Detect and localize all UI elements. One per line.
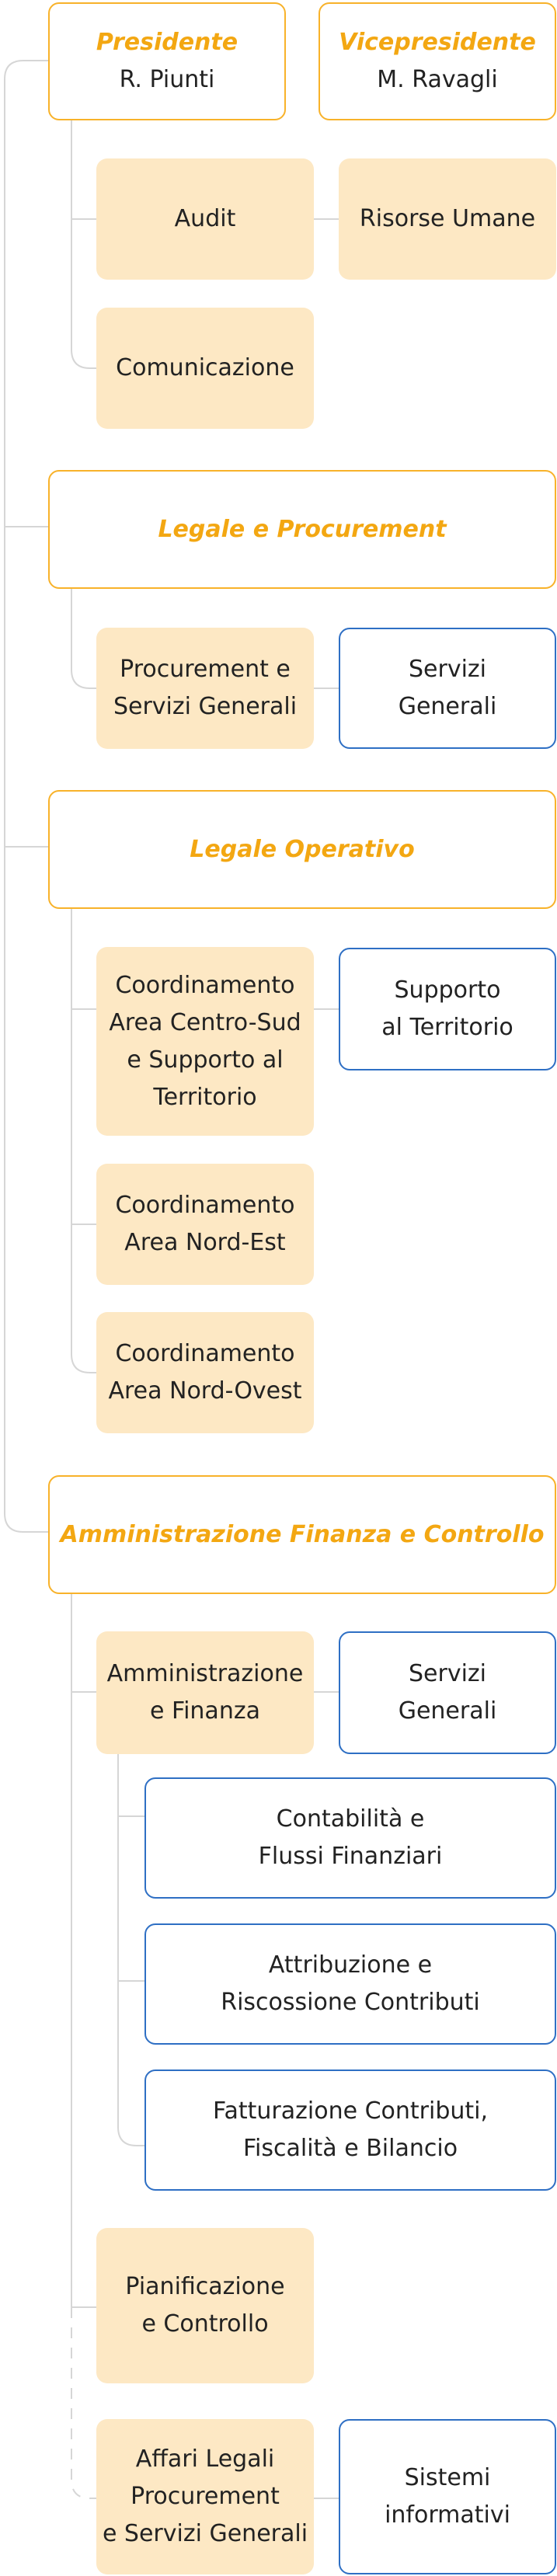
lp-servizi-line-1: Servizi — [408, 656, 486, 683]
centro-sud-line-3: e Supporto al — [127, 1046, 284, 1074]
centro-sud-line-1: Coordinamento — [115, 971, 295, 999]
contabilita-line-1: Contabilità e — [276, 1805, 425, 1833]
affari-legali-box[interactable]: Affari Legali Procurement e Servizi Gene… — [96, 2419, 314, 2574]
nord-est-line-2: Area Nord-Est — [124, 1229, 286, 1256]
amm-finanza-line-1: Amministrazione — [106, 1660, 304, 1687]
nord-ovest-line-1: Coordinamento — [115, 1340, 295, 1367]
affari-legali-line-3: e Servizi Generali — [102, 2520, 308, 2547]
coordinamento-centro-sud-box[interactable]: Coordinamento Area Centro-Sud e Supporto… — [96, 947, 314, 1136]
vicepresidente-box[interactable]: Vicepresidente M. Ravagli — [319, 2, 556, 120]
presidente-box[interactable]: Presidente R. Piunti — [48, 2, 286, 120]
afc-box[interactable]: Amministrazione Finanza e Controllo — [48, 1475, 556, 1594]
coordinamento-nord-est-box[interactable]: Coordinamento Area Nord-Est — [96, 1164, 314, 1285]
fatturazione-line-1: Fatturazione Contributi, — [212, 2097, 489, 2125]
vicepresidente-name: M. Ravagli — [377, 66, 498, 93]
sistemi-line-1: Sistemi — [404, 2464, 491, 2491]
afc-servizi-line-2: Generali — [398, 1697, 497, 1725]
vicepresidente-role: Vicepresidente — [339, 29, 536, 56]
legale-operativo-title: Legale Operativo — [190, 835, 415, 863]
risorse-umane-label: Risorse Umane — [359, 205, 536, 232]
attribuzione-line-2: Riscossione Contributi — [221, 1989, 480, 2016]
coordinamento-nord-ovest-box[interactable]: Coordinamento Area Nord-Ovest — [96, 1312, 314, 1433]
comunicazione-box[interactable]: Comunicazione — [96, 308, 314, 429]
presidente-role: Presidente — [96, 29, 238, 56]
attribuzione-box[interactable]: Attribuzione e Riscossione Contributi — [144, 1923, 556, 2045]
amm-finanza-line-2: e Finanza — [150, 1697, 260, 1725]
attribuzione-line-1: Attribuzione e — [268, 1951, 433, 1979]
centro-sud-line-4: Territorio — [153, 1083, 257, 1111]
risorse-umane-box[interactable]: Risorse Umane — [339, 158, 556, 280]
lp-servizi-line-2: Generali — [398, 693, 497, 720]
pianificazione-controllo-box[interactable]: Pianificazione e Controllo — [96, 2228, 314, 2383]
lp-servizi-generali-box[interactable]: Servizi Generali — [339, 628, 556, 749]
afc-servizi-generali-box[interactable]: Servizi Generali — [339, 1631, 556, 1754]
contabilita-line-2: Flussi Finanziari — [258, 1843, 443, 1870]
afc-title: Amministrazione Finanza e Controllo — [60, 1520, 545, 1548]
audit-label: Audit — [174, 205, 236, 232]
supporto-line-2: al Territorio — [381, 1014, 513, 1041]
nord-ovest-line-2: Area Nord-Ovest — [108, 1377, 302, 1405]
pianificazione-line-2: e Controllo — [141, 2310, 269, 2338]
contabilita-box[interactable]: Contabilità e Flussi Finanziari — [144, 1777, 556, 1899]
legale-procurement-box[interactable]: Legale e Procurement — [48, 470, 556, 589]
fatturazione-box[interactable]: Fatturazione Contributi, Fiscalità e Bil… — [144, 2070, 556, 2191]
procurement-line-2: Servizi Generali — [113, 693, 298, 720]
legale-procurement-title: Legale e Procurement — [158, 515, 447, 543]
supporto-line-1: Supporto — [394, 976, 501, 1004]
pianificazione-line-1: Pianificazione — [125, 2273, 285, 2300]
legale-operativo-box[interactable]: Legale Operativo — [48, 790, 556, 909]
nord-est-line-1: Coordinamento — [115, 1192, 295, 1219]
centro-sud-line-2: Area Centro-Sud — [109, 1008, 301, 1036]
procurement-servizi-generali-box[interactable]: Procurement e Servizi Generali — [96, 628, 314, 749]
procurement-line-1: Procurement e — [120, 656, 291, 683]
sistemi-informativi-box[interactable]: Sistemi informativi — [339, 2419, 556, 2574]
supporto-territorio-box[interactable]: Supporto al Territorio — [339, 948, 556, 1070]
amministrazione-finanza-box[interactable]: Amministrazione e Finanza — [96, 1631, 314, 1754]
affari-legali-line-1: Affari Legali — [135, 2445, 275, 2473]
presidente-name: R. Piunti — [119, 66, 215, 93]
fatturazione-line-2: Fiscalità e Bilancio — [242, 2135, 458, 2162]
audit-box[interactable]: Audit — [96, 158, 314, 280]
affari-legali-line-2: Procurement — [131, 2483, 280, 2510]
sistemi-line-2: informativi — [385, 2501, 510, 2529]
afc-servizi-line-1: Servizi — [408, 1660, 486, 1687]
comunicazione-label: Comunicazione — [116, 354, 294, 381]
